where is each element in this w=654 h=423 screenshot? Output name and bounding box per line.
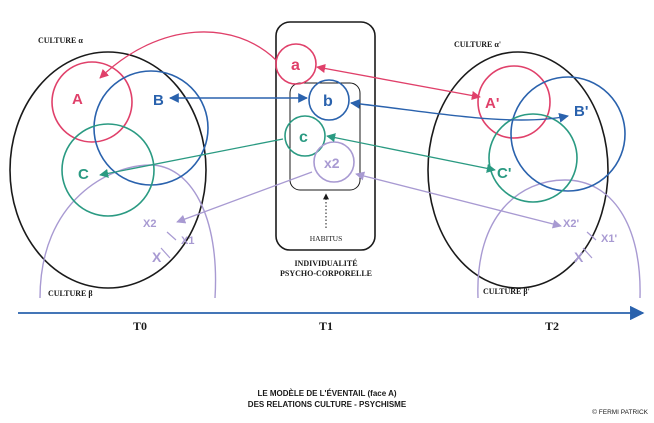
circle-C (61, 123, 155, 217)
arrow-x2-to-X2-prime (355, 171, 562, 229)
copyright-text: © FERMI PATRICK (592, 408, 648, 416)
circle-c (284, 115, 326, 157)
culture-beta-prime-outline (477, 179, 641, 299)
culture-group-t0: CULTURE α CULTURE β A B C X2 X1 X (9, 36, 217, 299)
node-X-prime-label: X (574, 249, 584, 265)
node-x1-prime-label: X1' (601, 233, 617, 245)
node-b-label: b (323, 93, 333, 110)
circle-C-prime (488, 113, 578, 203)
arrow-c-to-C-prime (326, 133, 496, 173)
circle-A (51, 61, 133, 143)
individuality-group-t1: a b c x2 HABITUS INDIVIDUALITÉ PSYCHO-CO… (275, 21, 376, 278)
circle-B-prime (510, 76, 626, 192)
culture-alpha-prime-label: CULTURE α' (454, 40, 501, 49)
node-x2-small-label: x2 (324, 155, 340, 171)
caption: LE MODÈLE DE L'ÉVENTAIL (face A) DES REL… (248, 389, 649, 416)
culture-beta-prime-label: CULTURE β' (483, 287, 530, 296)
culture-alpha-outline (9, 51, 207, 289)
individuality-label-line2: PSYCHO-CORPORELLE (280, 269, 372, 278)
x-cluster-connector (160, 231, 177, 259)
node-X-label: X (152, 249, 162, 265)
node-x2-prime-label: X2' (563, 218, 579, 230)
culture-beta-outline (39, 164, 217, 299)
node-A-prime-label: A' (485, 95, 499, 112)
node-C-prime-label: C' (497, 165, 511, 182)
timeline-t1-label: T1 (319, 319, 333, 333)
culture-alpha-label: CULTURE α (38, 36, 83, 45)
node-B-label: B (153, 92, 164, 109)
timeline-t2-label: T2 (545, 319, 559, 333)
arrow-a-to-A-prime (316, 64, 481, 100)
node-a-label: a (291, 57, 300, 74)
caption-line1: LE MODÈLE DE L'ÉVENTAIL (face A) (257, 389, 396, 398)
arrow-c-to-C (99, 138, 284, 178)
node-C-label: C (78, 166, 89, 183)
habitus-label: HABITUS (310, 234, 343, 243)
x-prime-cluster-connector (582, 231, 597, 259)
arrow-b-to-B-prime (350, 99, 569, 123)
node-c-label: c (299, 129, 308, 146)
arrow-x2-to-X2 (176, 171, 313, 224)
culture-group-t2: CULTURE α' CULTURE β' A' B' C' X2' X1' X (427, 40, 641, 299)
timeline: T0 T1 T2 (18, 305, 645, 333)
node-x1-label: X1 (181, 235, 194, 247)
culture-beta-label: CULTURE β (48, 289, 93, 298)
circle-a (275, 43, 317, 85)
circle-B (93, 70, 209, 186)
node-A-label: A (72, 91, 83, 108)
individuality-label-line1: INDIVIDUALITÉ (294, 258, 357, 268)
timeline-t0-label: T0 (133, 319, 147, 333)
node-x2-label: X2 (143, 218, 156, 230)
arrow-a-to-A (99, 31, 277, 79)
node-B-prime-label: B' (574, 103, 588, 120)
caption-line2: DES RELATIONS CULTURE - PSYCHISME (248, 400, 407, 409)
relation-arrows (99, 31, 569, 229)
